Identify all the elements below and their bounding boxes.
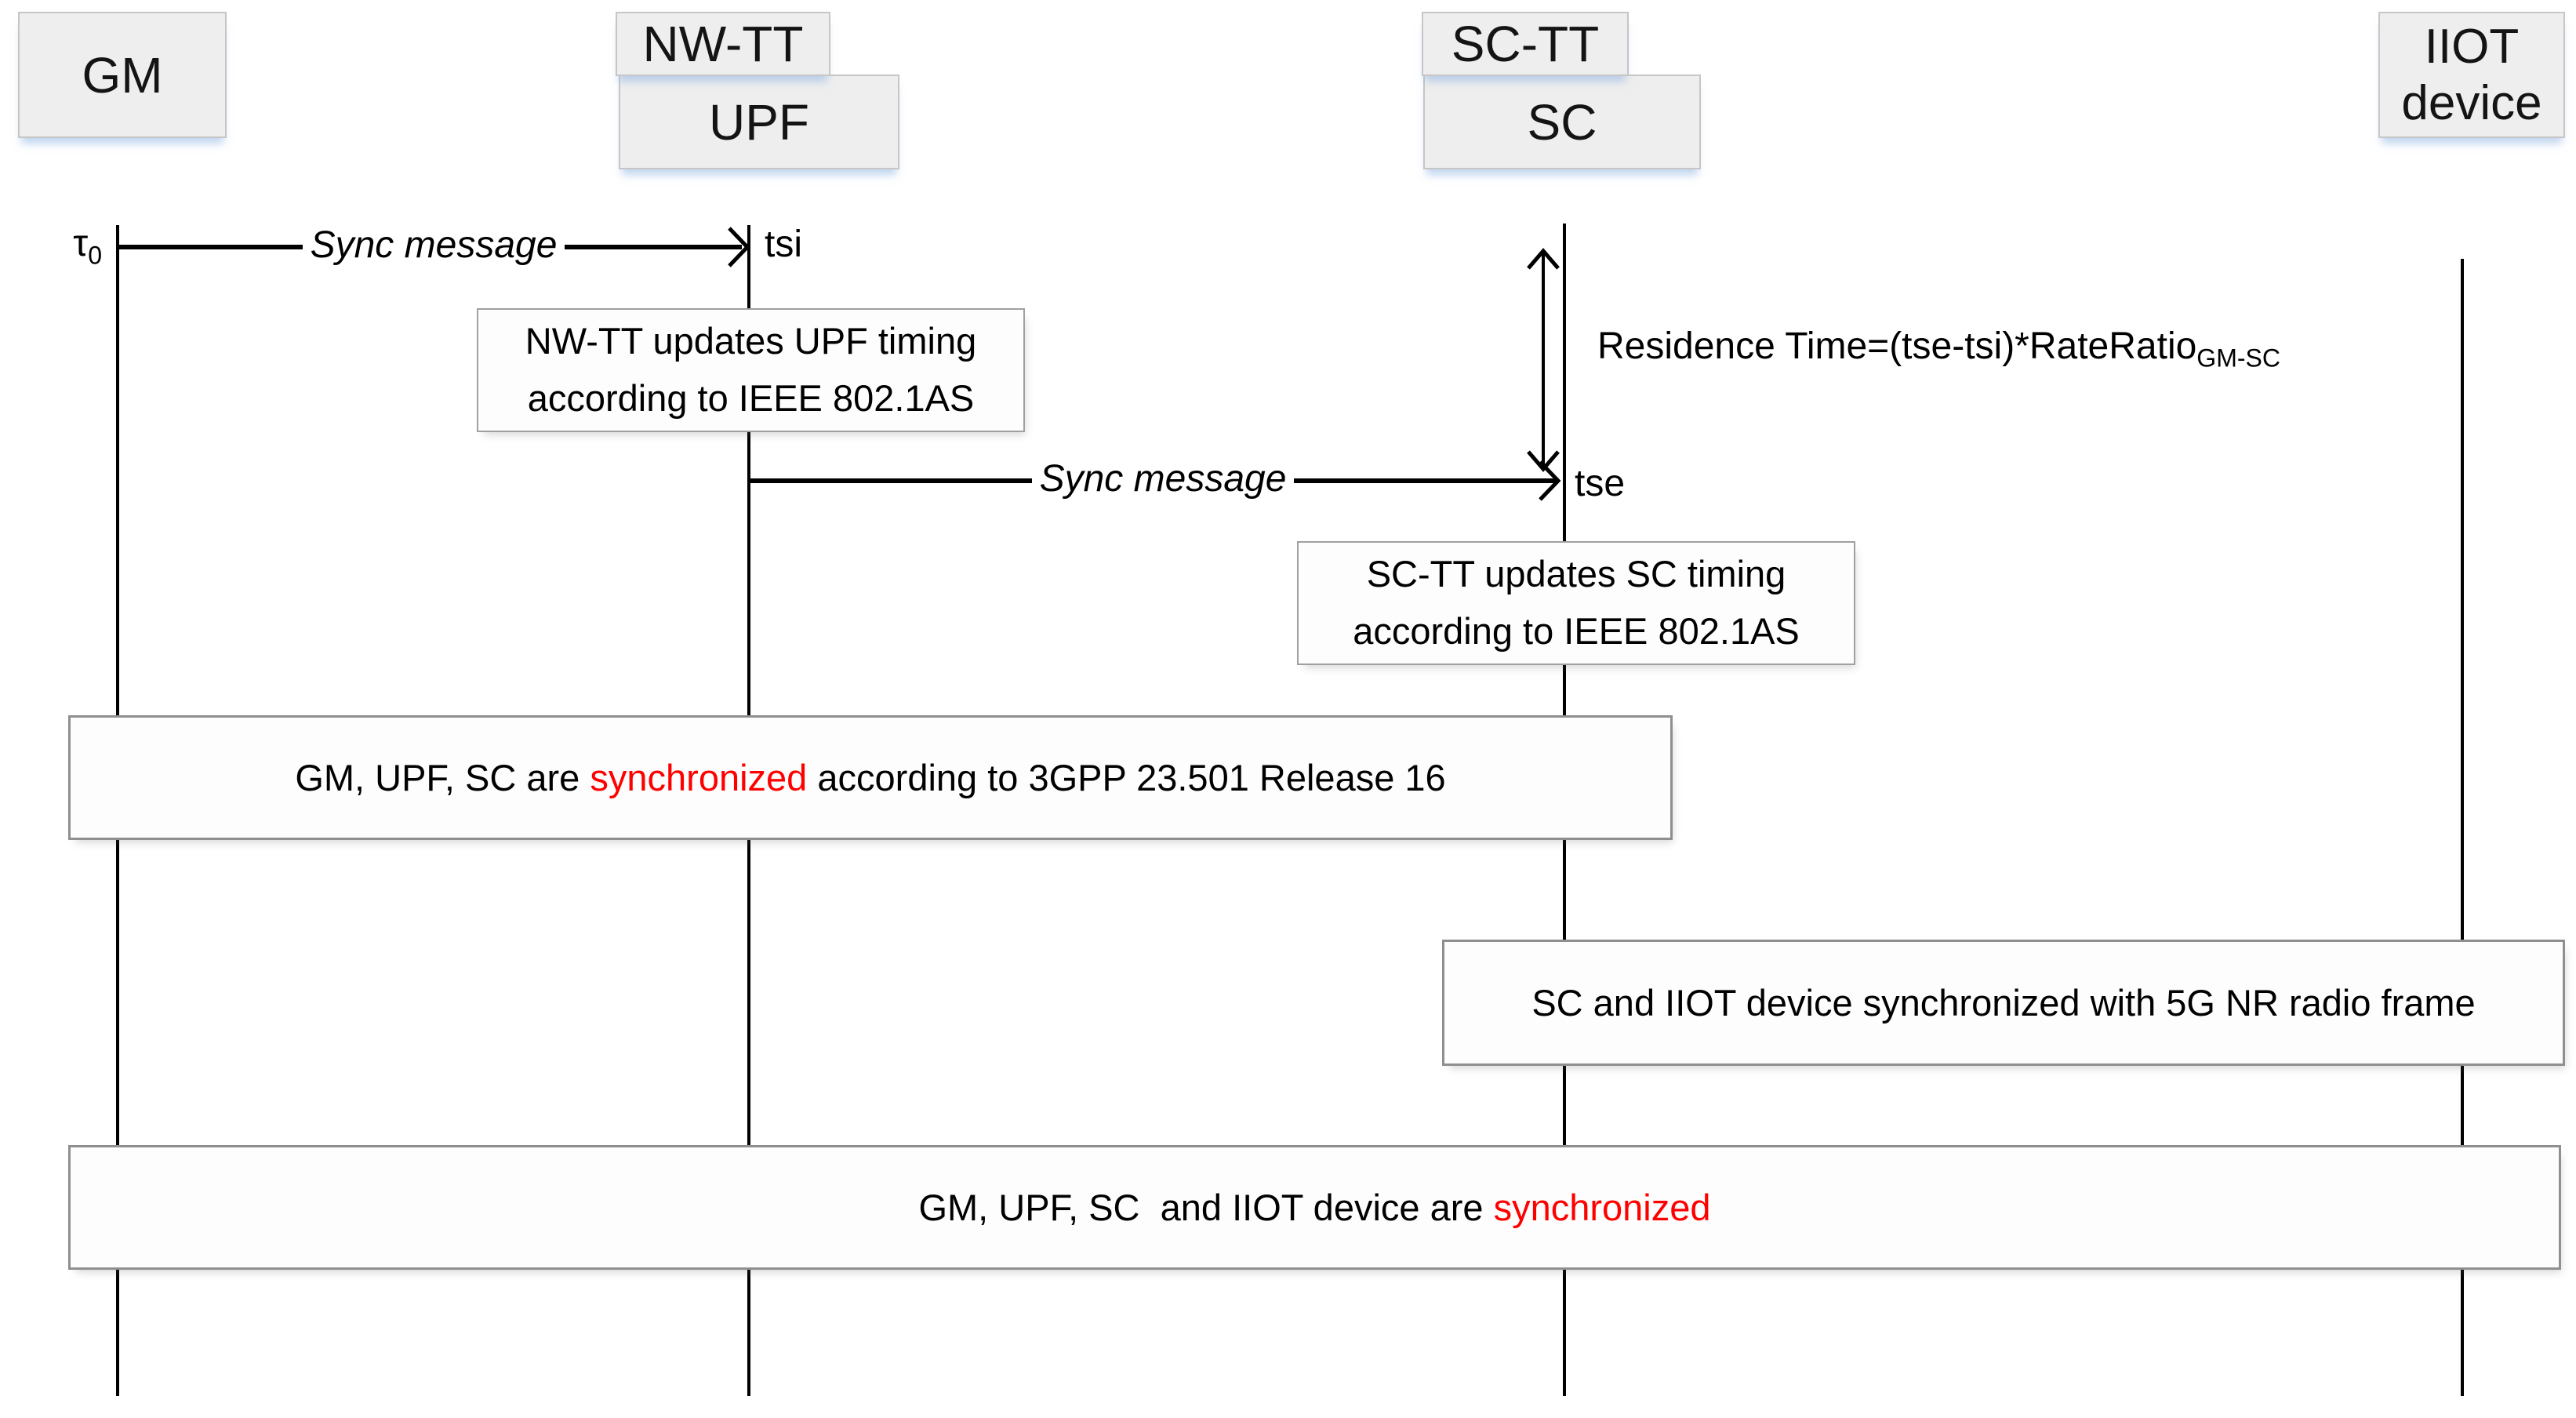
label-tau0-sub: 0 <box>88 241 102 270</box>
actor-label-iiot-line1: IIOT <box>2424 19 2520 74</box>
note-sync-3gpp-highlight: synchronized <box>590 757 808 798</box>
sync-arrow-1-head <box>728 227 750 267</box>
note-5g-radio-frame-text: SC and IIOT device synchronized with 5G … <box>1531 982 2476 1024</box>
residence-double-arrow-bottom-head <box>1527 450 1560 472</box>
note-all-synchronized-prefix: GM, UPF, SC and IIOT device are <box>918 1187 1494 1228</box>
actor-label-sc-tt: SC-TT <box>1451 16 1600 72</box>
label-residence-time: Residence Time=(tse-tsi)*RateRatioGM-SC <box>1597 325 2280 371</box>
note-all-synchronized-highlight: synchronized <box>1493 1187 1711 1228</box>
actor-label-upf: UPF <box>709 93 809 151</box>
actor-label-gm: GM <box>82 46 163 104</box>
note-sc-tt-updates-line2: according to IEEE 802.1AS <box>1353 610 1800 652</box>
note-sc-tt-updates: SC-TT updates SC timing according to IEE… <box>1297 541 1855 665</box>
note-sc-tt-updates-line1: SC-TT updates SC timing <box>1366 553 1786 595</box>
note-nw-tt-updates: NW-TT updates UPF timing according to IE… <box>477 308 1025 432</box>
actor-box-sc: SC <box>1423 75 1701 169</box>
label-sync-message-2: Sync message <box>1006 457 1320 500</box>
label-tsi: tsi <box>765 224 802 265</box>
label-sync-message-2-text: Sync message <box>1031 458 1295 500</box>
actor-box-sc-tt: SC-TT <box>1422 12 1629 76</box>
label-residence-time-subscript: GM-SC <box>2196 344 2280 373</box>
note-all-synchronized: GM, UPF, SC and IIOT device are synchron… <box>68 1145 2561 1270</box>
note-sync-3gpp-suffix: according to 3GPP 23.501 Release 16 <box>807 757 1446 798</box>
note-all-synchronized-text: GM, UPF, SC and IIOT device are synchron… <box>918 1186 1710 1229</box>
label-tse: tse <box>1575 463 1626 504</box>
label-sync-message-1-text: Sync message <box>302 224 565 266</box>
note-sync-3gpp-prefix: GM, UPF, SC are <box>295 757 590 798</box>
note-sync-3gpp-text: GM, UPF, SC are synchronized according t… <box>295 756 1445 799</box>
residence-double-arrow-top-head <box>1527 248 1560 270</box>
note-sc-tt-updates-text: SC-TT updates SC timing according to IEE… <box>1353 546 1800 660</box>
actor-label-sc: SC <box>1527 93 1597 151</box>
note-5g-radio-frame: SC and IIOT device synchronized with 5G … <box>1442 940 2565 1066</box>
note-sync-3gpp: GM, UPF, SC are synchronized according t… <box>68 715 1673 840</box>
note-nw-tt-updates-line2: according to IEEE 802.1AS <box>527 377 975 419</box>
actor-label-iiot-line2: device <box>2401 75 2542 130</box>
actor-box-nw-tt: NW-TT <box>616 12 830 76</box>
label-sync-message-1: Sync message <box>277 224 590 267</box>
actor-box-iiot: IIOT device <box>2378 12 2565 138</box>
label-tau0-base: τ <box>73 223 89 264</box>
actor-label-nw-tt: NW-TT <box>642 16 804 72</box>
note-nw-tt-updates-line1: NW-TT updates UPF timing <box>525 320 977 362</box>
label-tau0: τ0 <box>27 222 102 268</box>
note-nw-tt-updates-text: NW-TT updates UPF timing according to IE… <box>525 313 976 427</box>
actor-box-upf: UPF <box>619 75 899 169</box>
label-residence-time-formula: Residence Time=(tse-tsi)*RateRatio <box>1597 325 2197 367</box>
actor-box-gm: GM <box>18 12 227 138</box>
